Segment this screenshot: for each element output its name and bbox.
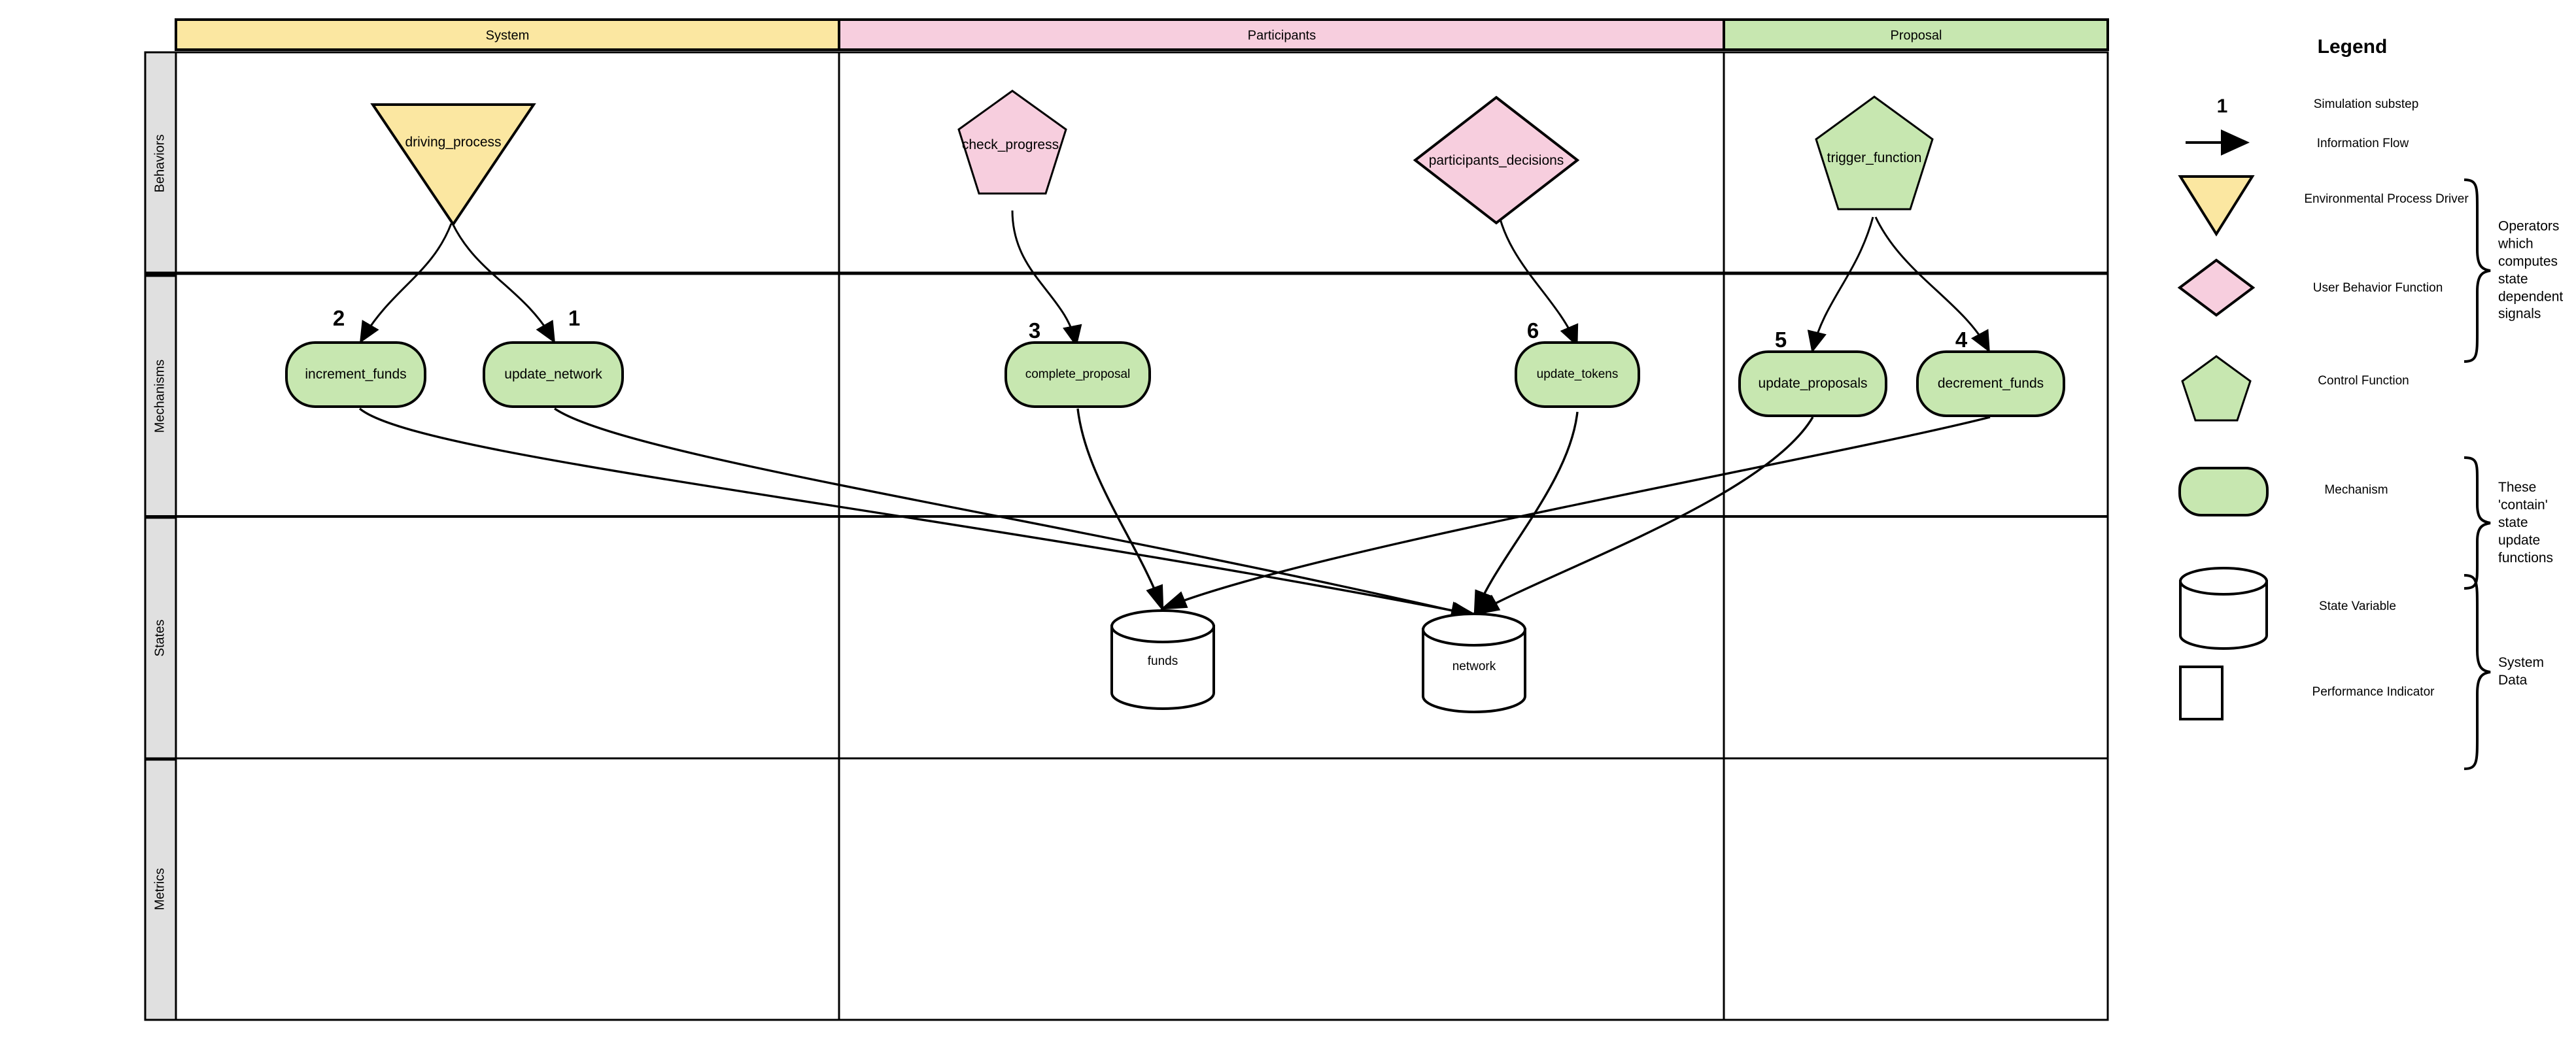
grid-body-frame xyxy=(175,51,2109,1021)
edge-update-network-to-network xyxy=(554,407,1479,620)
edges-behavior-to-mechanism xyxy=(359,200,1990,353)
node-decrement-funds[interactable] xyxy=(1916,350,2065,417)
state-shapes xyxy=(1110,609,1526,713)
behavior-shapes xyxy=(370,90,1934,227)
node-network[interactable] xyxy=(1422,613,1526,713)
legend-rectangle-icon xyxy=(2179,666,2224,720)
row-header-states xyxy=(144,516,177,760)
node-complete-proposal[interactable] xyxy=(1005,341,1151,408)
node-driving-process[interactable] xyxy=(370,103,536,227)
edge-driving-process-to-update-network xyxy=(451,223,555,344)
edges-mechanism-to-state xyxy=(358,407,1991,620)
column-header-system xyxy=(175,18,840,51)
node-update-proposals[interactable] xyxy=(1738,350,1887,417)
node-funds[interactable] xyxy=(1110,609,1215,710)
node-trigger-function[interactable] xyxy=(1815,95,1934,211)
edge-check-progress-to-complete-proposal xyxy=(1011,210,1082,347)
edge-update-tokens-to-network xyxy=(1473,411,1579,618)
row-header-metrics xyxy=(144,758,177,1021)
legend-triangle-down-icon xyxy=(2178,175,2255,237)
node-update-network[interactable] xyxy=(483,341,624,408)
legend-glyphs xyxy=(2177,129,2491,770)
swimlane-grid xyxy=(144,18,2109,1021)
edge-increment-funds-to-network xyxy=(358,407,1478,619)
legend-brace-operators xyxy=(2464,178,2491,363)
mechanism-shapes xyxy=(285,341,2065,417)
edge-participants-decisions-to-update-tokens xyxy=(1495,200,1579,347)
edge-complete-proposal-to-funds xyxy=(1076,408,1164,613)
node-update-tokens[interactable] xyxy=(1515,341,1640,408)
legend-brace-mechanism xyxy=(2464,456,2491,590)
node-participants-decisions[interactable] xyxy=(1413,95,1580,225)
legend-cylinder-icon xyxy=(2179,567,2268,650)
legend-mechanism-icon xyxy=(2178,467,2269,516)
node-increment-funds[interactable] xyxy=(285,341,426,408)
column-header-participants xyxy=(838,18,1725,51)
node-check-progress[interactable] xyxy=(957,90,1067,195)
edge-decrement-funds-to-funds xyxy=(1159,416,1991,610)
edge-trigger-function-to-decrement-funds xyxy=(1874,216,1990,353)
row-header-mechanisms xyxy=(144,275,177,518)
edge-trigger-function-to-update-proposals xyxy=(1807,216,1874,353)
legend-pentagon-icon xyxy=(2181,355,2252,422)
legend-diamond-icon xyxy=(2177,258,2256,317)
column-header-proposal xyxy=(1723,18,2109,51)
legend-brace-system-data xyxy=(2464,574,2491,770)
edge-update-proposals-to-network xyxy=(1473,416,1814,616)
row-header-behaviors xyxy=(144,51,177,276)
edge-driving-process-to-increment-funds xyxy=(359,223,453,344)
